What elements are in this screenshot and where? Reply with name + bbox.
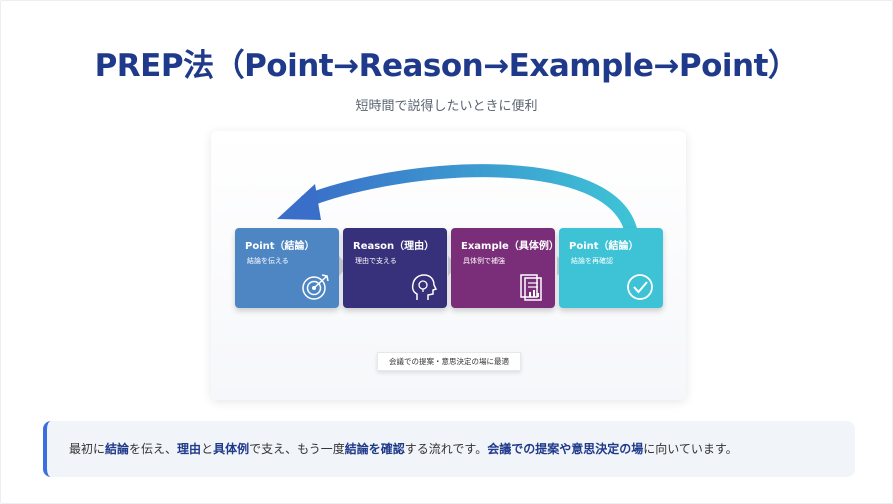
- step-reason: Reason（理由） 理由で支える: [343, 228, 447, 308]
- return-arrow-head: [277, 184, 321, 220]
- step-desc: 結論を再確認: [571, 257, 613, 265]
- summary-highlight: 理由: [177, 442, 202, 456]
- head-bulb-icon: [411, 274, 438, 300]
- summary-part: を伝え、: [129, 442, 178, 456]
- step-desc: 理由で支える: [355, 257, 397, 265]
- page-title: PREP法（Point→Reason→Example→Point）: [94, 48, 799, 84]
- step-title: Example（具体例）: [461, 241, 559, 252]
- summary-text: 最初に結論を伝え、理由と具体例で支え、もう一度結論を確認する流れです。会議での提…: [69, 440, 738, 457]
- return-arrow-curve: [299, 164, 638, 238]
- step-title: Point（結論）: [245, 241, 315, 252]
- step-desc: 結論を伝える: [247, 257, 289, 265]
- step-example: Example（具体例） 具体例で補強: [451, 228, 559, 308]
- return-arrow: [277, 164, 638, 238]
- summary-part: する流れです。: [404, 442, 488, 456]
- summary-part: で支え、もう一度: [249, 442, 345, 456]
- summary-highlight: 結論を確認: [344, 442, 405, 456]
- summary-part: 最初に: [69, 442, 106, 456]
- summary-highlight: 会議での提案や意思決定の場: [487, 442, 644, 456]
- usage-badge: 会議での提案・意思決定の場に最適: [377, 352, 521, 371]
- summary-highlight: 具体例: [213, 442, 250, 456]
- prep-diagram: Point（結論） 結論を伝える Reason（理由） 理由で支える Examp…: [211, 131, 686, 400]
- summary-part: に向いています。: [643, 442, 738, 456]
- check-circle-icon: [627, 274, 653, 300]
- step-point-1: Point（結論） 結論を伝える: [235, 228, 339, 308]
- step-desc: 具体例で補強: [463, 257, 505, 265]
- step-title: Reason（理由）: [353, 241, 435, 252]
- document-chart-icon: [520, 274, 542, 301]
- summary-highlight: 結論: [105, 442, 130, 456]
- summary-part: と: [201, 442, 214, 456]
- page-subtitle: 短時間で説得したいときに便利: [355, 99, 538, 114]
- step-title: Point（結論）: [569, 241, 639, 252]
- target-icon: [302, 274, 329, 300]
- step-point-2: Point（結論） 結論を再確認: [559, 228, 663, 308]
- summary-callout: 最初に結論を伝え、理由と具体例で支え、もう一度結論を確認する流れです。会議での提…: [43, 421, 855, 477]
